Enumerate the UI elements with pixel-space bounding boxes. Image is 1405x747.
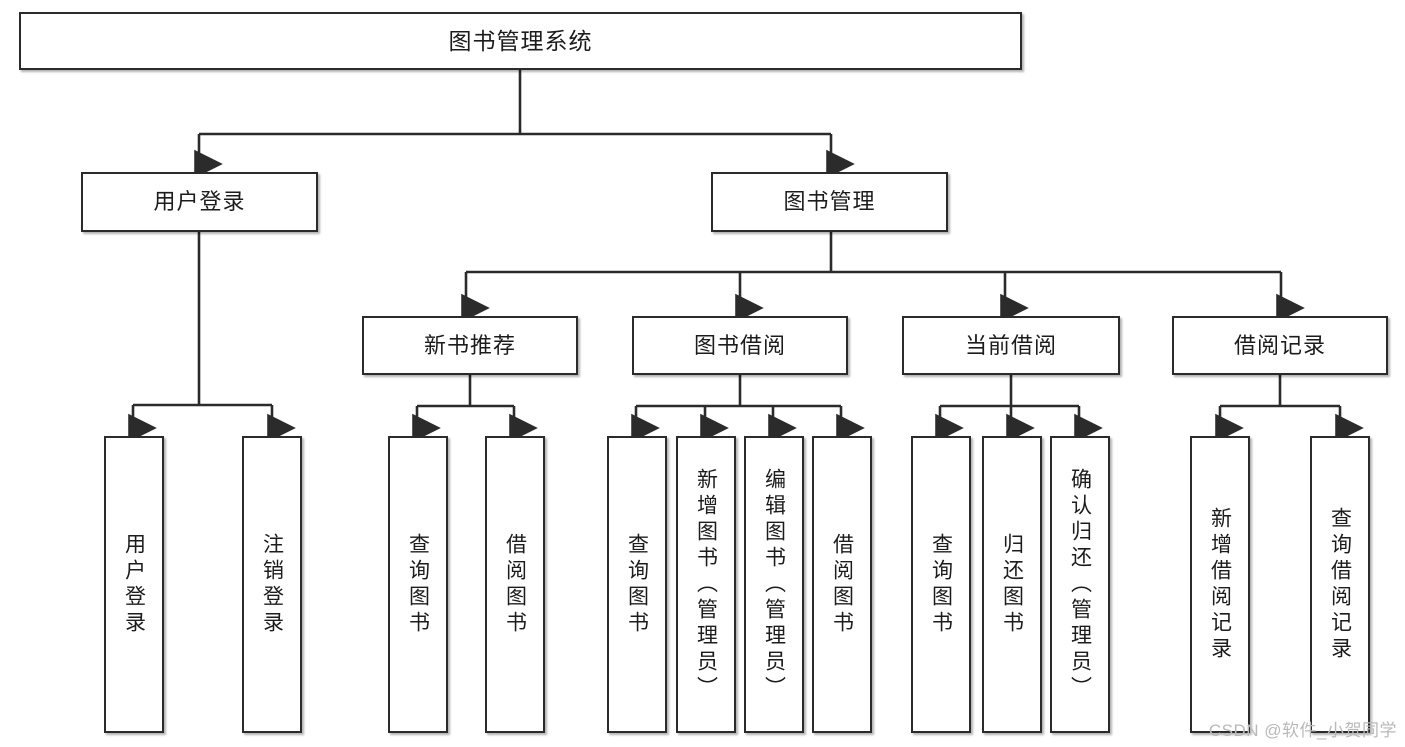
node-leaf-borrow-book-2[interactable]: 借阅图书 [812, 436, 872, 733]
node-user-login[interactable]: 用户登录 [81, 172, 318, 232]
node-label: 图书借阅 [693, 332, 786, 358]
node-label: 用户登录 [122, 532, 146, 637]
node-leaf-query-book-2[interactable]: 查询图书 [607, 436, 667, 733]
node-leaf-return-book[interactable]: 归还图书 [982, 436, 1042, 733]
node-label: 归还图书 [1000, 532, 1024, 637]
node-label: 用户登录 [153, 189, 246, 215]
node-leaf-confirm-return[interactable]: 确认归还（管理员） [1050, 436, 1110, 733]
node-label: 新增借阅记录 [1208, 506, 1232, 663]
csdn-watermark: CSDN @软件_小贺同学 [1208, 721, 1397, 740]
node-leaf-query-book-1[interactable]: 查询图书 [388, 436, 448, 733]
node-leaf-borrow-book-1[interactable]: 借阅图书 [485, 436, 545, 733]
node-label: 确认归还（管理员） [1068, 467, 1092, 702]
node-leaf-query-borrow-record[interactable]: 查询借阅记录 [1310, 436, 1370, 733]
node-book-manage[interactable]: 图书管理 [711, 172, 948, 232]
node-leaf-query-book-3[interactable]: 查询图书 [911, 436, 971, 733]
node-label: 新书推荐 [423, 332, 516, 358]
node-book-management-system[interactable]: 图书管理系统 [19, 12, 1022, 70]
node-label: 借阅图书 [503, 532, 527, 637]
node-label: 查询图书 [406, 532, 430, 637]
node-label: 借阅记录 [1233, 332, 1326, 358]
node-label: 图书管理 [783, 189, 876, 215]
node-label: 当前借阅 [964, 332, 1057, 358]
node-leaf-user-login[interactable]: 用户登录 [104, 436, 164, 733]
node-leaf-add-borrow-record[interactable]: 新增借阅记录 [1190, 436, 1250, 733]
node-borrow-record[interactable]: 借阅记录 [1172, 316, 1388, 375]
node-leaf-user-logout[interactable]: 注销登录 [242, 436, 302, 733]
node-label: 查询借阅记录 [1328, 506, 1352, 663]
node-label: 注销登录 [260, 532, 284, 637]
node-new-book-recommend[interactable]: 新书推荐 [362, 316, 578, 375]
node-label: 借阅图书 [830, 532, 854, 637]
node-leaf-edit-book[interactable]: 编辑图书（管理员） [744, 436, 804, 733]
node-label: 查询图书 [929, 532, 953, 637]
node-label: 图书管理系统 [448, 27, 593, 54]
node-label: 新增图书（管理员） [694, 467, 718, 702]
node-label: 编辑图书（管理员） [762, 467, 786, 702]
node-current-borrow[interactable]: 当前借阅 [902, 316, 1120, 375]
node-label: 查询图书 [625, 532, 649, 637]
node-leaf-add-book[interactable]: 新增图书（管理员） [676, 436, 736, 733]
node-book-borrow[interactable]: 图书借阅 [632, 316, 848, 375]
